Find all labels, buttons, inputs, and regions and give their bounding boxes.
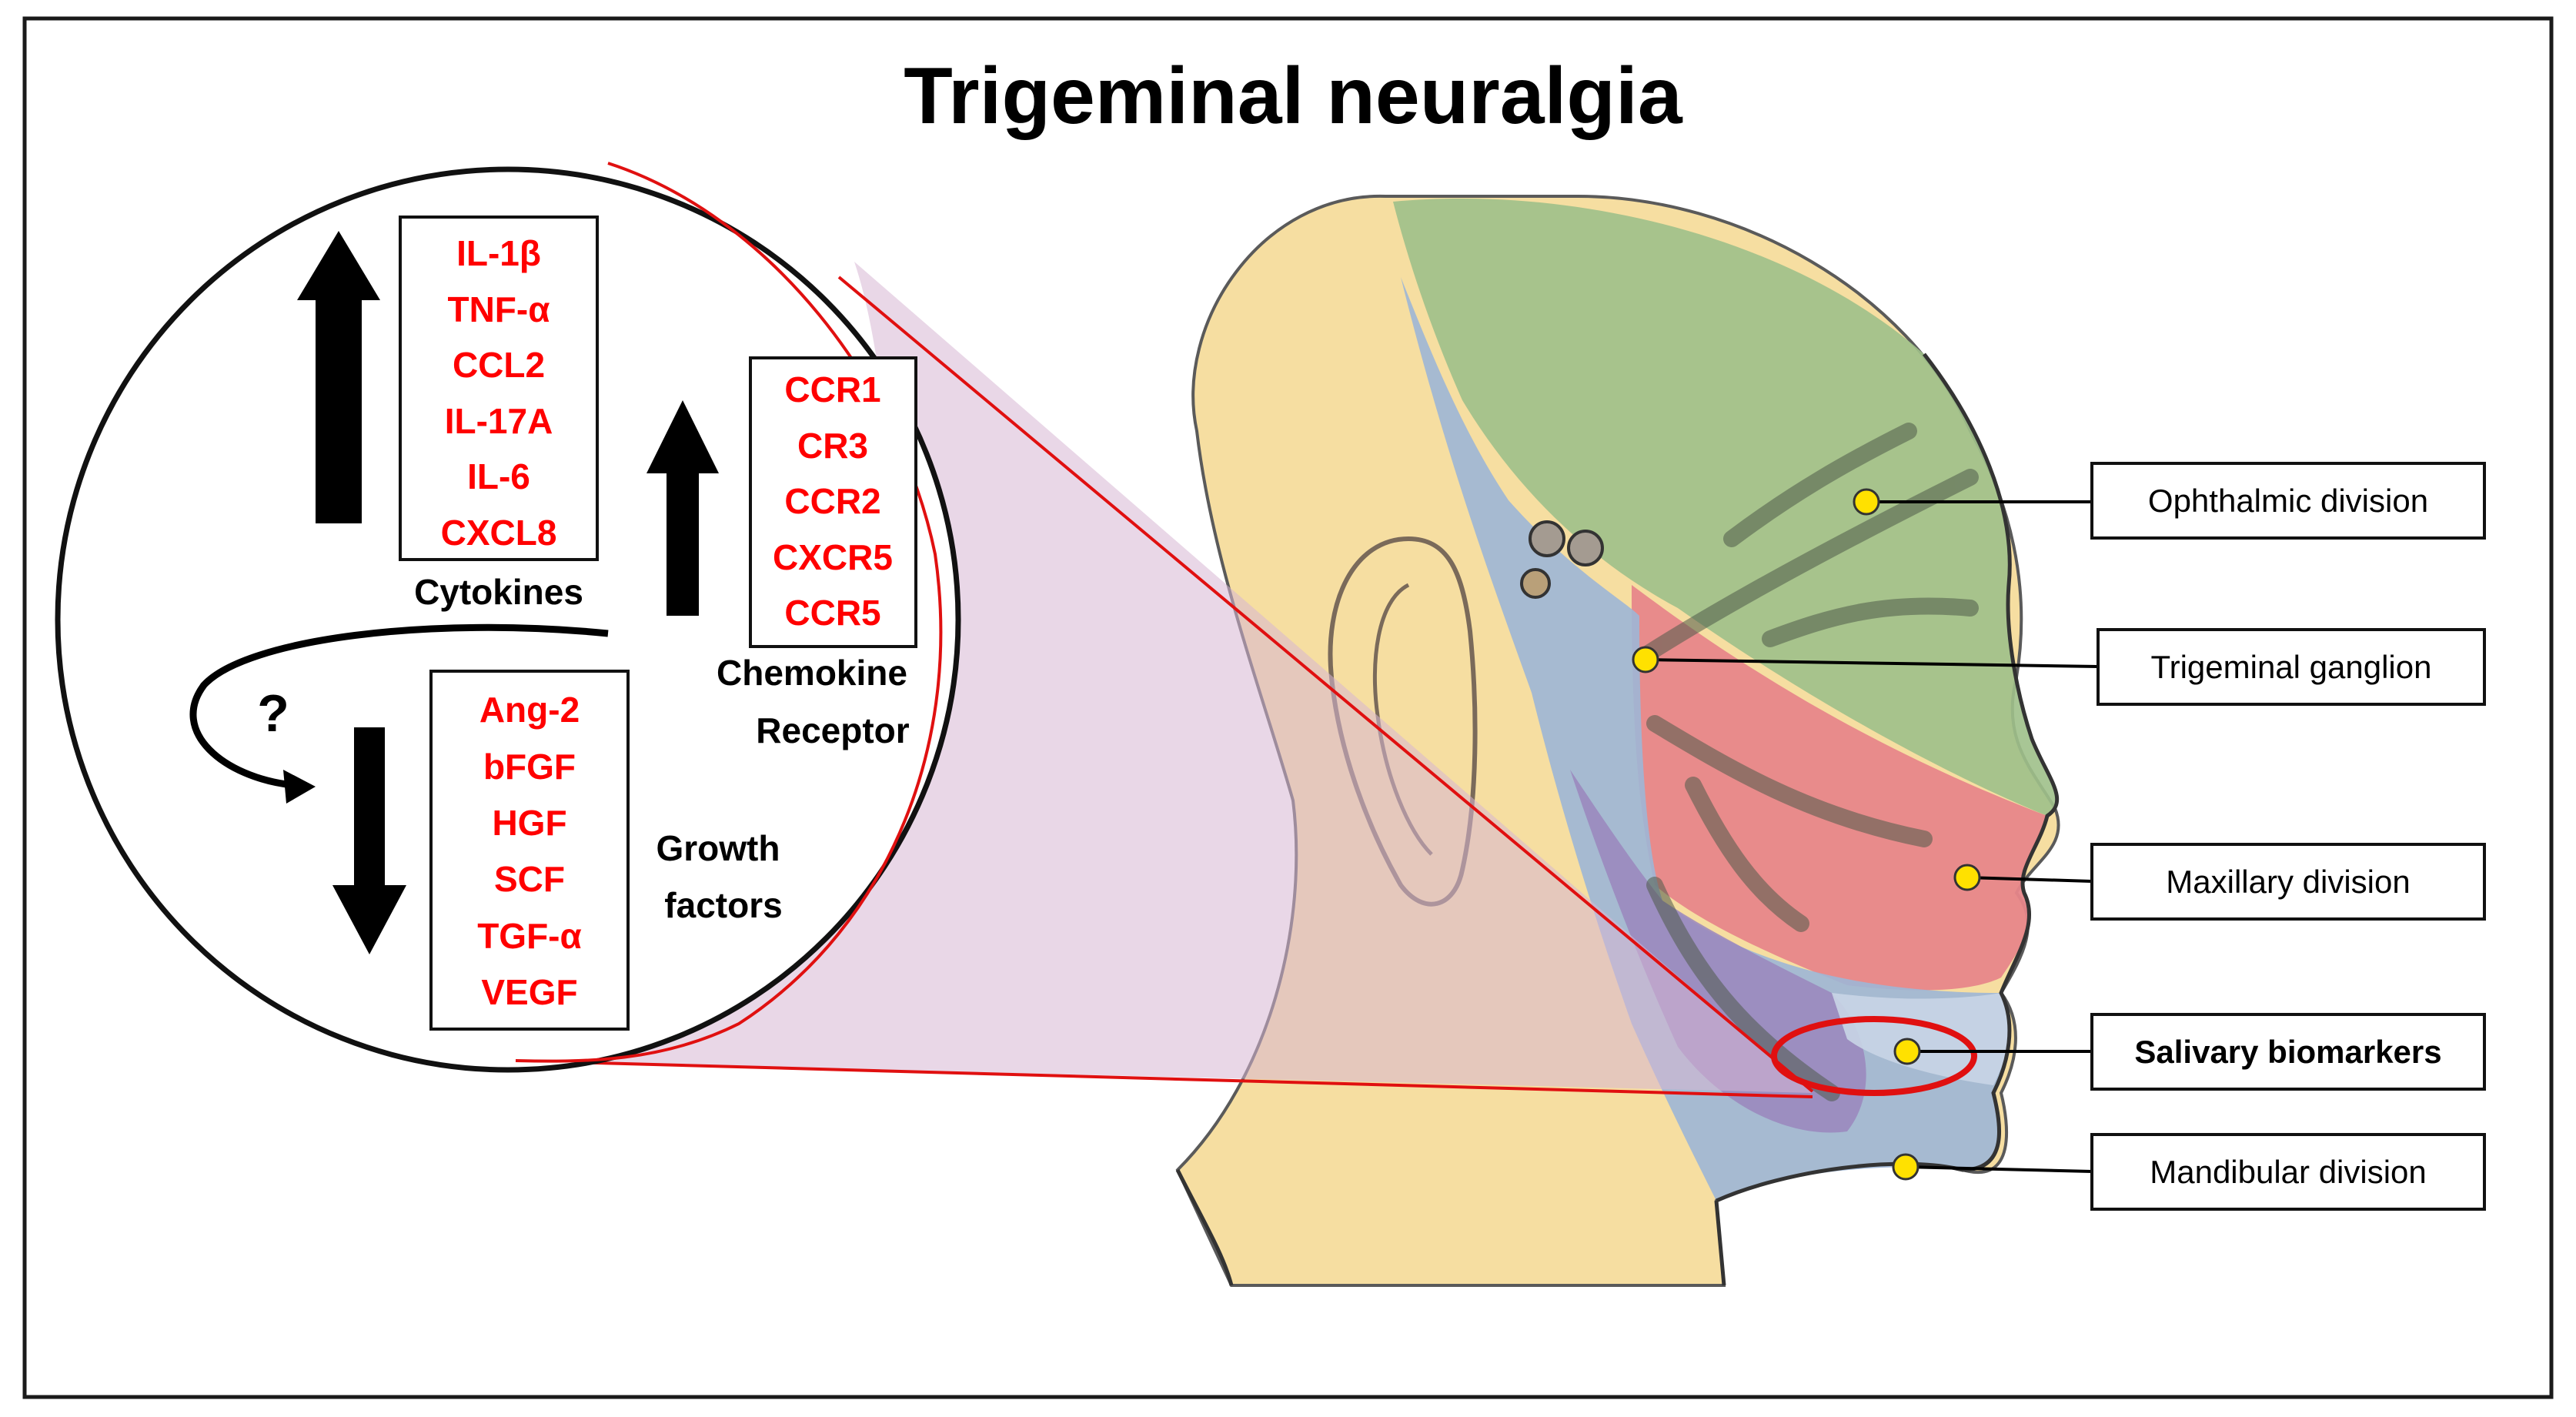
mandibular-dot <box>1892 1153 1919 1181</box>
zoom-line-bottom <box>515 1059 1813 1098</box>
callout-label-ganglion: Trigeminal ganglion <box>2151 649 2432 685</box>
cytokine-item: IL-1β <box>456 233 541 273</box>
growth-factor-item: TGF-α <box>477 916 582 956</box>
cytokines-label: Cytokines <box>414 572 583 612</box>
growth-factor-item: HGF <box>492 803 566 843</box>
callout-label-mandibular: Mandibular division <box>2150 1154 2427 1190</box>
growth-factor-item: bFGF <box>483 747 576 787</box>
trigeminal-ganglion-cells <box>1520 520 1604 599</box>
neck-outline-front <box>1714 1200 1726 1286</box>
callout-box-ophthalmic <box>2090 462 2486 540</box>
chemokine-item: CCR1 <box>784 369 880 409</box>
cytokines-group: IL-1β TNF-α CCL2 IL-17A IL-6 CXCL8 Cytok… <box>297 216 599 612</box>
growth-factors-label-line1: Growth <box>657 828 780 868</box>
chemokine-label-line1: Chemokine <box>717 653 907 693</box>
ganglion-dot <box>1632 646 1659 673</box>
chemokine-item: CCR2 <box>784 481 880 521</box>
cytokine-item: IL-17A <box>445 401 553 441</box>
callout-label-ophthalmic: Ophthalmic division <box>2148 483 2428 519</box>
cytokine-item: CXCL8 <box>441 513 557 553</box>
growth-factors-label-line2: factors <box>664 885 782 925</box>
zoom-circle <box>55 166 961 1073</box>
feedback-arrow-group: ? <box>189 623 609 804</box>
zoom-circle-red-rim <box>515 162 943 1063</box>
growth-factor-item: VEGF <box>481 972 577 1012</box>
growth-factors-down-arrow-icon <box>332 727 406 954</box>
feedback-curved-arrow <box>189 623 609 789</box>
growth-factor-item: Ang-2 <box>479 690 580 730</box>
neck-outline <box>1175 1168 1234 1286</box>
cytokines-box <box>399 216 599 561</box>
chemokine-label-line2: Receptor <box>756 710 909 750</box>
chemokine-box <box>749 356 917 648</box>
cytokine-item: TNF-α <box>447 289 550 329</box>
growth-factors-box <box>429 670 630 1031</box>
lower-lip-region <box>1832 993 2010 1085</box>
chemokine-receptor-group: CCR1 CR3 CCR2 CXCR5 CCR5 Chemokine Recep… <box>647 356 917 750</box>
maxillary-region <box>1632 585 2047 991</box>
cytokines-up-arrow-icon <box>297 231 380 523</box>
callout-box-maxillary <box>2090 843 2486 921</box>
callout-box-salivary <box>2090 1013 2486 1091</box>
growth-factors-group: Ang-2 bFGF HGF SCF TGF-α VEGF Growth fac… <box>332 670 783 1031</box>
callout-label-maxillary: Maxillary division <box>2166 864 2410 900</box>
chemokine-up-arrow-icon <box>647 400 719 616</box>
cytokine-item: CCL2 <box>453 345 545 385</box>
face-profile-outline <box>1715 353 2060 1203</box>
maxillary-dot <box>1953 864 1981 891</box>
chemokine-item: CXCR5 <box>773 537 893 577</box>
salivary-dot <box>1893 1038 1921 1065</box>
callouts: Ophthalmic division Trigeminal ganglion … <box>1632 462 2486 1211</box>
growth-factor-item: SCF <box>494 859 565 899</box>
ophthalmic-region <box>1393 199 2057 817</box>
figure-title: Trigeminal neuralgia <box>904 52 1683 141</box>
feedback-arrowhead-icon <box>283 770 316 804</box>
callout-box-ganglion <box>2097 628 2486 706</box>
ophthalmic-dot <box>1853 488 1880 516</box>
chemokine-item: CR3 <box>797 426 868 466</box>
callout-box-mandibular <box>2090 1133 2486 1211</box>
callout-label-salivary: Salivary biomarkers <box>2134 1034 2441 1070</box>
question-mark: ? <box>257 684 289 743</box>
zoom-line-top <box>837 276 1814 1093</box>
mandibular-inner-region <box>1570 770 1866 1133</box>
salivary-highlight-ring <box>1771 1016 1977 1096</box>
cytokine-item: IL-6 <box>467 456 530 496</box>
chemokine-item: CCR5 <box>784 593 880 633</box>
